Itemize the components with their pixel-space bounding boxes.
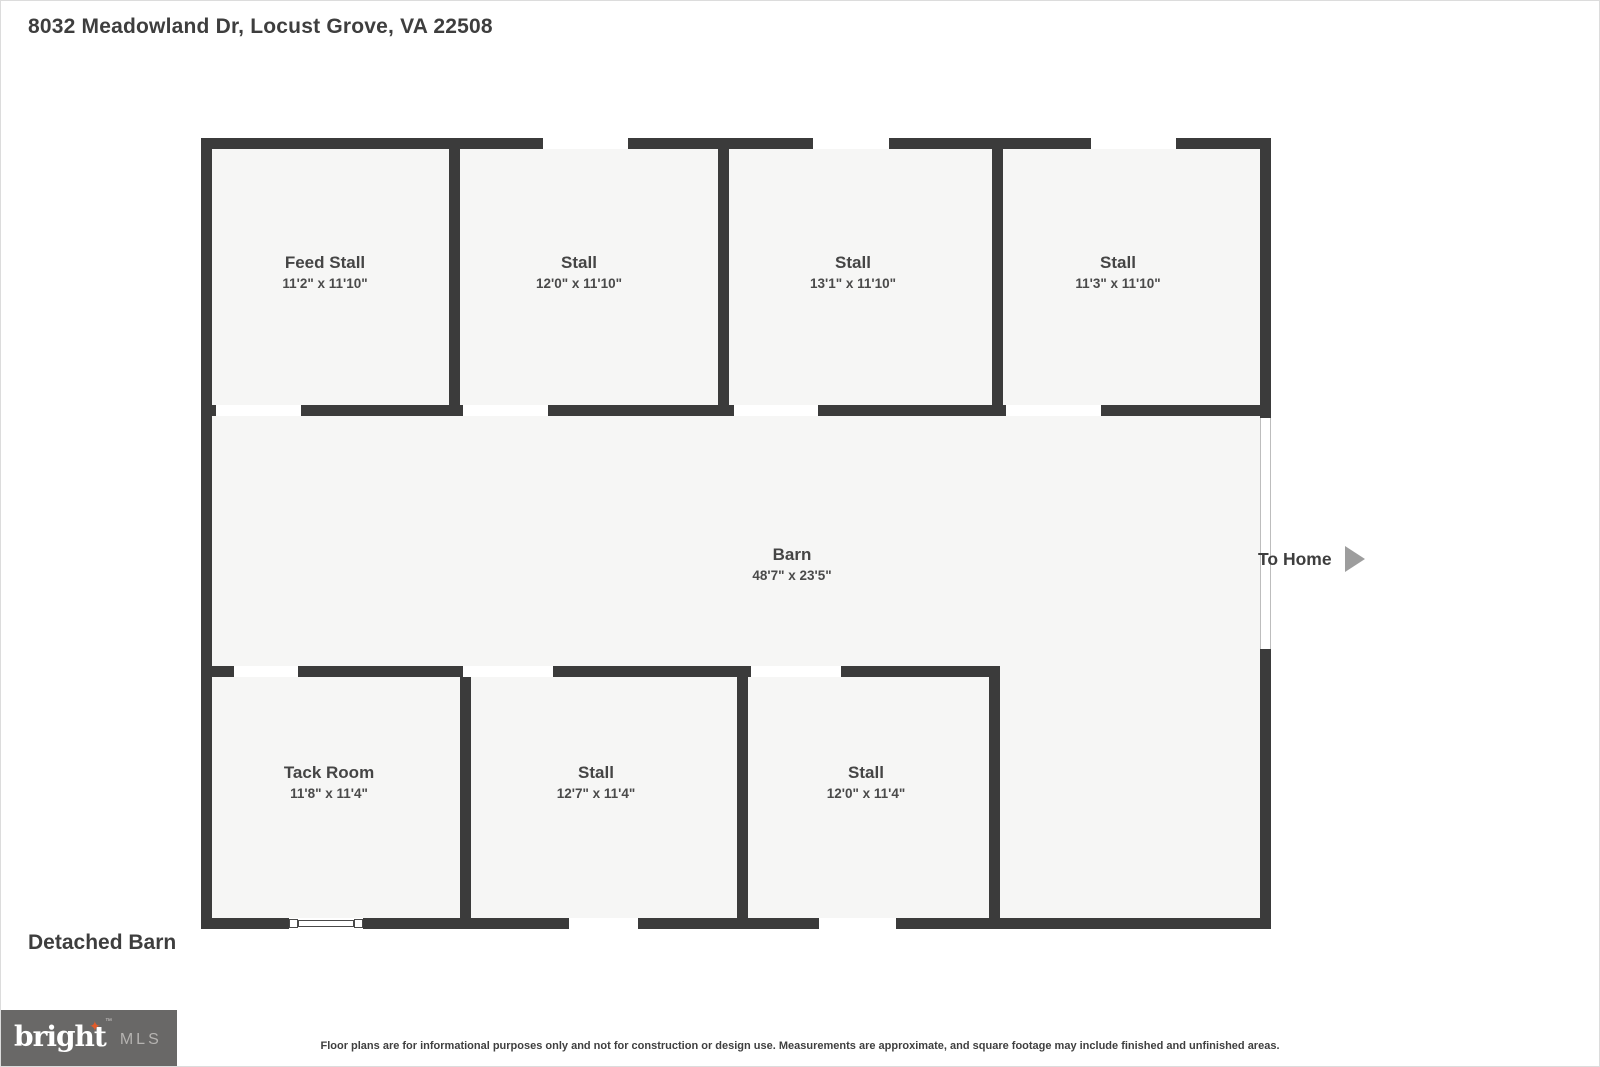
room-name: Stall (848, 763, 884, 782)
room-dimensions: 12'7" x 11'4" (556, 786, 636, 801)
wall-segment-top (201, 138, 1271, 149)
door-opening (543, 138, 628, 149)
door-opening (751, 666, 841, 677)
to-home-label: To Home (1258, 549, 1332, 569)
wall-segment-divider (718, 138, 729, 416)
room-label-stall-2: Stall 13'1" x 11'10" (810, 253, 896, 291)
door-opening (463, 666, 553, 677)
door-opening (813, 138, 889, 149)
room-label-stall-1: Stall 12'0" x 11'10" (536, 253, 622, 291)
logo-mls-text: MLS (119, 1031, 162, 1048)
room-dimensions: 11'8" x 11'4" (290, 786, 368, 801)
star-icon: ✦ (89, 1018, 101, 1034)
door-opening (463, 405, 548, 416)
room-name: Feed Stall (284, 253, 366, 272)
door-opening (234, 666, 298, 677)
room-name: Tack Room (283, 763, 375, 782)
room-label-stall-4: Stall 12'7" x 11'4" (557, 763, 636, 801)
disclaimer-text: Floor plans are for informational purpos… (320, 1040, 1280, 1052)
door-opening (1006, 405, 1101, 416)
room-name: Stall (578, 763, 614, 782)
to-home-arrow-icon (1345, 546, 1365, 572)
room-dimensions: 12'0" x 11'4" (826, 786, 906, 801)
logo-wordmark: bright (14, 1020, 107, 1053)
room-label-tack-room: Tack Room 11'8" x 11'4" (284, 763, 374, 801)
door-opening (819, 918, 896, 929)
window-symbol (298, 920, 354, 927)
wall-segment-divider (460, 666, 471, 929)
barn-door-opening (1260, 418, 1271, 649)
wall-segment-divider (737, 666, 748, 929)
room-label-feed-stall: Feed Stall 11'2" x 11'10" (282, 253, 367, 291)
room-label-stall-5: Stall 12'0" x 11'4" (827, 763, 906, 801)
bright-mls-logo: bright ✦ ™ MLS (1, 1010, 177, 1066)
trademark-symbol: ™ (105, 1018, 112, 1025)
room-dimensions: 12'0" x 11'10" (535, 276, 623, 291)
window-jamb (289, 919, 298, 928)
building-footprint (201, 138, 1271, 929)
room-dimensions: 48'7" x 23'5" (752, 568, 832, 583)
window-jamb (354, 919, 363, 928)
room-name: Stall (1100, 253, 1136, 272)
room-dimensions: 13'1" x 11'10" (809, 276, 897, 291)
wall-segment-divider (989, 666, 1000, 929)
door-opening (569, 918, 638, 929)
room-dimensions: 11'3" x 11'10" (1075, 276, 1161, 291)
room-name: Stall (835, 253, 871, 272)
wall-segment-divider (449, 138, 460, 416)
door-opening (216, 405, 301, 416)
wall-segment-barn-bottomrow (201, 666, 1000, 677)
room-name: Stall (561, 253, 597, 272)
plan-caption: Detached Barn (28, 931, 177, 954)
room-label-barn: Barn 48'7" x 23'5" (752, 545, 831, 583)
room-label-stall-3: Stall 11'3" x 11'10" (1075, 253, 1160, 291)
room-dimensions: 11'2" x 11'10" (282, 276, 368, 291)
room-name: Barn (772, 545, 812, 564)
door-opening (1091, 138, 1176, 149)
page-title: 8032 Meadowland Dr, Locust Grove, VA 225… (28, 15, 493, 38)
wall-segment-left (201, 138, 212, 929)
wall-segment-divider (992, 138, 1003, 416)
door-opening (734, 405, 818, 416)
wall-segment-bottom (201, 918, 1271, 929)
